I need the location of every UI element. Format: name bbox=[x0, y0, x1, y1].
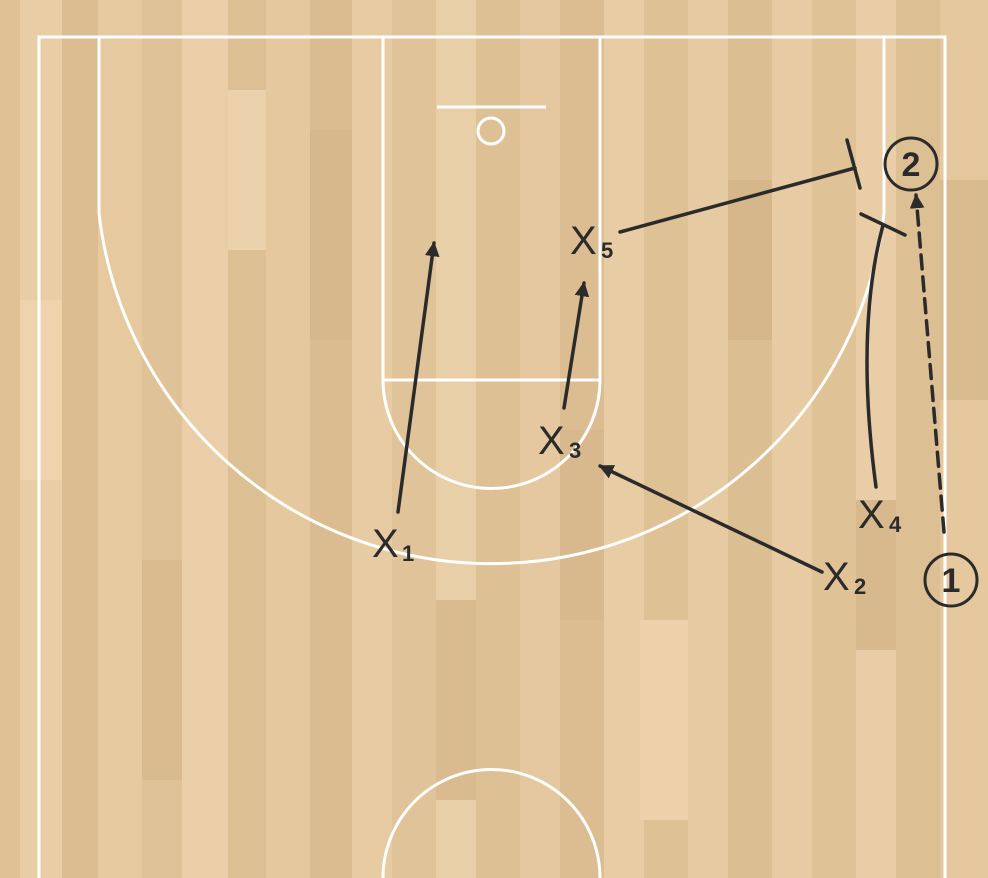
free-throw-circle bbox=[381, 379, 602, 490]
defender-4-mark: X bbox=[858, 493, 885, 537]
offense-player-1-number: 1 bbox=[942, 562, 961, 600]
defender-3-number: 3 bbox=[569, 438, 581, 463]
court-lines bbox=[37, 35, 947, 878]
pass-line bbox=[909, 193, 946, 534]
three-point-arc bbox=[97, 212, 886, 566]
defender-5-number: 5 bbox=[601, 238, 613, 263]
defender-4: X 4 bbox=[858, 493, 902, 537]
rim bbox=[476, 116, 506, 146]
screen-path-defender-4 bbox=[865, 223, 885, 489]
cut-arrow-defender-2 bbox=[598, 464, 824, 574]
defender-1-mark: X bbox=[372, 522, 399, 566]
offense-player-1: 1 bbox=[923, 552, 979, 608]
cut-arrow-defender-3 bbox=[562, 281, 590, 410]
screen-bar-defender-5 bbox=[845, 138, 862, 190]
defender-1-number: 1 bbox=[402, 541, 414, 566]
defender-2-number: 2 bbox=[854, 574, 866, 599]
defender-1: X 1 bbox=[372, 522, 414, 566]
screen-bar-defender-4 bbox=[859, 212, 907, 237]
defender-5-mark: X bbox=[570, 219, 597, 263]
defender-3-mark: X bbox=[538, 419, 565, 463]
offense-player-2-circle bbox=[883, 136, 939, 192]
defender-5: X 5 bbox=[570, 219, 613, 263]
defender-3: X 3 bbox=[538, 419, 581, 463]
cut-arrow-defender-1 bbox=[396, 241, 440, 514]
offense-player-2: 2 bbox=[883, 136, 939, 192]
lane bbox=[381, 35, 602, 382]
offense-player-1-circle bbox=[923, 552, 979, 608]
defender-2-mark: X bbox=[823, 555, 850, 599]
screen-path-defender-5 bbox=[618, 166, 857, 234]
offense-player-2-number: 2 bbox=[902, 146, 921, 184]
defender-4-number: 4 bbox=[889, 512, 902, 537]
play-actions bbox=[396, 138, 946, 574]
center-circle bbox=[381, 768, 602, 878]
defender-2: X 2 bbox=[823, 555, 866, 599]
